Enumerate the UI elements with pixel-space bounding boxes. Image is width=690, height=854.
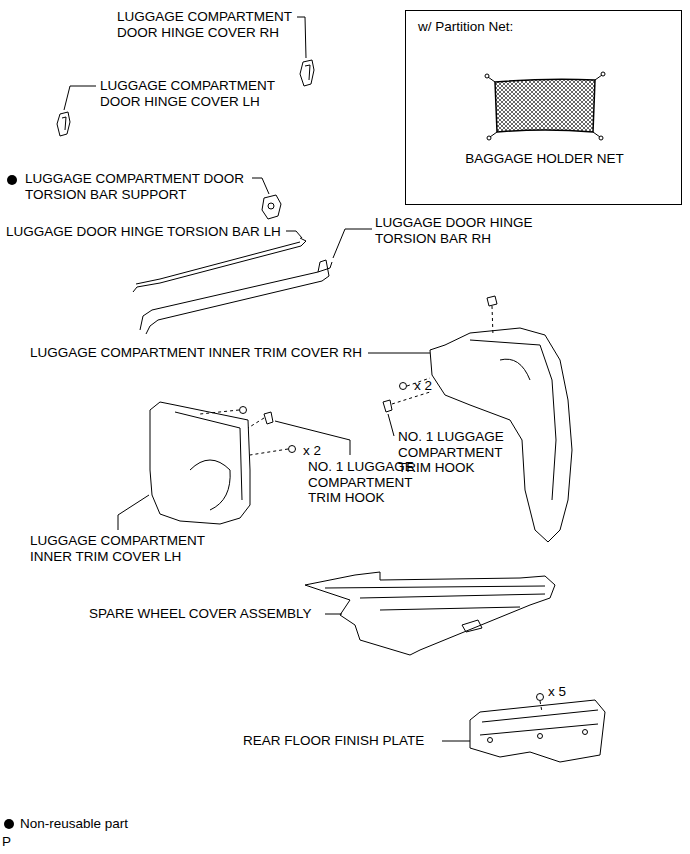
part-label: REAR FLOOR FINISH PLATE [243, 733, 424, 749]
option-box: w/ Partition Net: BAGGAGE HOLDER NET [405, 10, 682, 205]
part-label: LUGGAGE COMPARTMENT INNER TRIM COVER LH [30, 533, 220, 564]
part-label: NO. 1 LUGGAGE COMPARTMENT TRIM HOOK [308, 459, 420, 506]
legend-entry: Non-reusable part [4, 814, 128, 832]
legend-text: Non-reusable part [20, 816, 128, 831]
part-label: LUGGAGE COMPARTMENT DOOR TORSION BAR SUP… [25, 171, 257, 202]
part-label: LUGGAGE COMPARTMENT DOOR HINGE COVER LH [100, 78, 290, 109]
quantity-label: x 5 [548, 684, 566, 700]
part-label: SPARE WHEEL COVER ASSEMBLY [89, 606, 312, 622]
part-label: LUGGAGE DOOR HINGE TORSION BAR RH [375, 215, 545, 246]
part-label: LUGGAGE COMPARTMENT INNER TRIM COVER RH [30, 345, 362, 361]
legend-dot [4, 819, 14, 829]
part-label: LUGGAGE COMPARTMENT DOOR HINGE COVER RH [117, 9, 307, 40]
quantity-label: x 2 [303, 443, 321, 459]
quantity-label: x 2 [414, 378, 432, 394]
figure-code: P [2, 834, 11, 850]
part-label: BAGGAGE HOLDER NET [465, 151, 623, 167]
part-label: LUGGAGE DOOR HINGE TORSION BAR LH [6, 224, 281, 240]
part-label: NO. 1 LUGGAGE COMPARTMENT TRIM HOOK [398, 429, 510, 476]
condition-heading: w/ Partition Net: [418, 19, 513, 35]
